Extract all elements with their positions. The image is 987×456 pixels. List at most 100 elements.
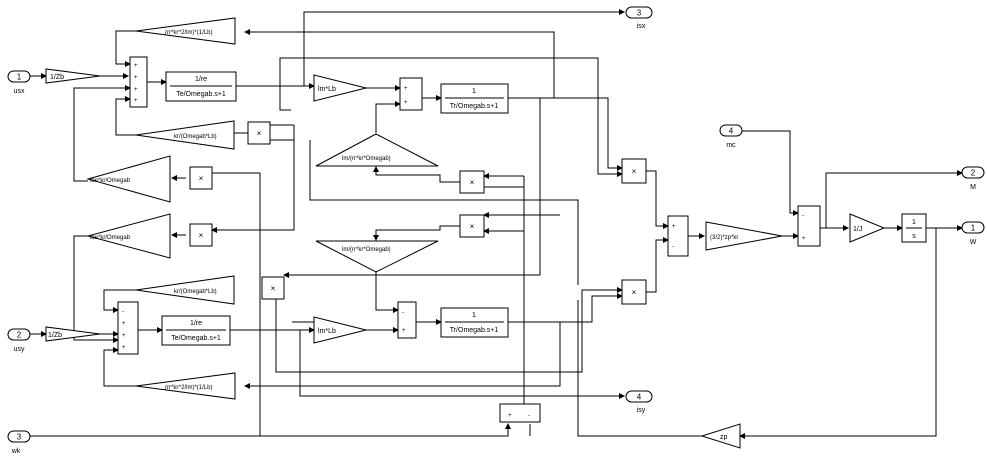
sum-top[interactable]: + + + + — [129, 56, 148, 108]
inport-usy-label: usy — [14, 346, 25, 353]
product-2[interactable]: × — [189, 166, 213, 190]
sum-rotor-top-sign-1: + — [404, 86, 408, 92]
outport-M[interactable]: 2 M — [961, 166, 985, 191]
gain-fb-bottom-label: (rr*kr^2/lm)*(1/Lb) — [165, 385, 212, 391]
gain-fb-top-label: (rr*kr^2/lm)*(1/Lb) — [165, 30, 212, 36]
gain-in-x[interactable]: 1/Zb — [45, 68, 101, 84]
sum-top-sign-4: + — [134, 98, 138, 104]
sum-bottom-sign-2: + — [122, 321, 126, 327]
gain-kr-bottom[interactable]: kr/(Omegab*Lb) — [135, 275, 235, 305]
sum-top-sign-1: + — [134, 63, 138, 69]
product-7-symbol: × — [632, 167, 637, 176]
gain-lbe-bottom-label: lbe*kr/Omegab — [90, 235, 131, 241]
inport-mc-number: 4 — [729, 127, 734, 136]
outport-isx-label: isx — [637, 23, 646, 30]
inport-wk-label: wk — [11, 448, 21, 455]
gain-kr-top-label: kr/(Omegab*Lb) — [174, 134, 217, 140]
tf-integrator[interactable]: 1 s — [901, 213, 927, 243]
inport-mc-label: mc — [726, 142, 736, 149]
outport-W-number: 1 — [971, 224, 976, 233]
product-1-symbol: × — [257, 129, 262, 138]
gain-triangle-up[interactable]: lm/(rr*kr*Omegab) — [315, 133, 439, 167]
gain-lm-bottom[interactable]: lm*Lb — [313, 316, 367, 344]
gain-fb-bottom[interactable]: (rr*kr^2/lm)*(1/Lb) — [135, 372, 236, 400]
sum-wk[interactable]: + - — [499, 403, 541, 423]
product-8-symbol: × — [632, 288, 637, 297]
gain-lm-top[interactable]: lm*Lb — [313, 74, 367, 102]
sum-rotor-bottom-sign-1: - — [402, 310, 404, 316]
outport-isy[interactable]: 4 isy — [625, 390, 653, 414]
product-2-symbol: × — [199, 174, 204, 183]
product-4[interactable]: × — [261, 276, 285, 300]
sum-rotor-bottom[interactable]: - + — [397, 301, 417, 339]
product-3-symbol: × — [199, 231, 204, 240]
gain-in-y-label: 1/Zb — [48, 332, 62, 339]
gain-in-x-label: 1/Zb — [50, 74, 64, 81]
gain-triangle-down[interactable]: lm/(rr*kr*Omegab) — [315, 240, 439, 273]
sum-torque-sign-2: - — [672, 244, 674, 250]
sum-rotor-top[interactable]: + + — [399, 77, 423, 111]
outport-W[interactable]: 1 W — [961, 221, 985, 246]
tf-stator-y-num: 1/re — [190, 320, 202, 327]
outport-W-label: W — [970, 239, 977, 246]
outport-isy-label: isy — [637, 407, 646, 414]
product-3[interactable]: × — [189, 223, 213, 247]
product-5-symbol: × — [470, 178, 475, 187]
tf-rotor-x[interactable]: 1 Tr/Omegab.s+1 — [440, 83, 509, 114]
inport-mc[interactable]: 4 mc — [719, 124, 743, 149]
sum-wk-sign-2: - — [528, 413, 530, 419]
gain-triangle-down-label: lm/(rr*kr*Omegab) — [342, 247, 391, 253]
sum-rotor-bottom-sign-2: + — [402, 328, 406, 334]
inport-usx[interactable]: 1 usx — [7, 70, 31, 95]
outport-M-label: M — [970, 184, 976, 191]
gain-triangle-up-label: lm/(rr*kr*Omegab) — [342, 156, 391, 162]
gain-lbe-top-label: lbe*kr/Omegab — [90, 178, 131, 184]
tf-integrator-num: 1 — [912, 219, 916, 226]
gain-lm-bottom-label: lm*Lb — [318, 328, 336, 335]
tf-stator-x-den: Te/Omegab.s+1 — [176, 91, 226, 98]
gain-kr-bottom-label: kr/(Omegab*Lb) — [174, 289, 217, 295]
product-7[interactable]: × — [621, 158, 647, 184]
gain-lbe-top[interactable]: lbe*kr/Omegab — [86, 155, 171, 203]
inport-usy[interactable]: 2 usy — [7, 328, 31, 353]
gain-inertia[interactable]: 1/J — [849, 213, 886, 243]
product-6-symbol: × — [470, 222, 475, 231]
tf-rotor-y[interactable]: 1 Tr/Omegab.s+1 — [440, 307, 509, 338]
gain-kr-top[interactable]: kr/(Omegab*Lb) — [135, 120, 235, 150]
sum-mechanical-sign-2: + — [802, 236, 806, 242]
sum-mechanical[interactable]: - + — [797, 205, 821, 247]
tf-rotor-y-den: Tr/Omegab.s+1 — [450, 327, 499, 334]
sum-wk-sign-1: + — [508, 413, 512, 419]
tf-stator-y-den: Te/Omegab.s+1 — [171, 335, 221, 342]
outport-isx[interactable]: 3 isx — [625, 6, 653, 30]
tf-stator-x[interactable]: 1/re Te/Omegab.s+1 — [165, 71, 237, 102]
tf-stator-y[interactable]: 1/re Te/Omegab.s+1 — [161, 315, 231, 346]
tf-rotor-x-den: Tr/Omegab.s+1 — [450, 103, 499, 110]
product-1[interactable]: × — [247, 121, 271, 145]
gain-zp[interactable]: zp — [700, 423, 741, 449]
sum-bottom-sign-4: + — [122, 345, 126, 351]
outport-M-number: 2 — [971, 169, 976, 178]
sum-torque[interactable]: + - — [667, 215, 689, 257]
gain-lbe-bottom[interactable]: lbe*kr/Omegab — [86, 213, 171, 259]
sum-rotor-top-sign-2: + — [404, 100, 408, 106]
gain-inertia-label: 1/J — [853, 226, 862, 233]
tf-integrator-den: s — [912, 233, 916, 240]
gain-torque[interactable]: (3/2)*zp*kr — [705, 221, 783, 251]
gain-fb-top[interactable]: (rr*kr^2/lm)*(1/Lb) — [135, 17, 236, 45]
product-6[interactable]: × — [459, 214, 485, 238]
sum-bottom[interactable]: - + + + — [117, 301, 139, 355]
product-5[interactable]: × — [459, 170, 485, 194]
product-4-symbol: × — [271, 284, 276, 293]
sum-mechanical-sign-1: - — [802, 213, 804, 219]
inport-wk[interactable]: 3 wk — [7, 430, 31, 455]
gain-in-y[interactable]: 1/Zb — [45, 326, 101, 342]
sum-top-sign-2: + — [134, 75, 138, 81]
product-8[interactable]: × — [621, 279, 647, 305]
inport-usy-number: 2 — [17, 331, 22, 340]
sum-top-sign-3: + — [134, 87, 138, 93]
sum-torque-sign-1: + — [672, 224, 676, 230]
tf-rotor-y-num: 1 — [472, 312, 476, 319]
tf-rotor-x-num: 1 — [472, 88, 476, 95]
